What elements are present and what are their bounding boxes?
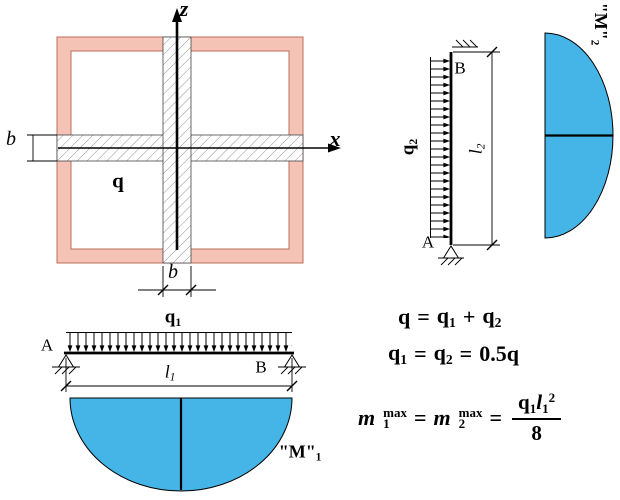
ground-hatch	[280, 366, 289, 375]
beam1-load-symbol: q	[164, 306, 176, 328]
eq3-m1-subscript: 1	[383, 416, 390, 432]
moment2-subscript: 2	[588, 39, 601, 46]
eq1-term-q: q	[398, 304, 411, 330]
dim-slash	[60, 380, 72, 392]
eq1-q1-symbol: q	[436, 303, 450, 328]
beam1-support-b-label: B	[255, 357, 267, 377]
beam2-length-subscript: 2	[475, 143, 488, 150]
beam1-load-label: q1	[165, 307, 181, 328]
z-axis-arrowhead	[172, 8, 182, 22]
beam1-length-symbol: l	[164, 361, 170, 382]
eq3-equals-1: =	[413, 405, 427, 431]
eq2-term-value: 0.5q	[479, 341, 519, 367]
eq3-num-l-subscript: 1	[542, 401, 549, 417]
dim-slash	[486, 46, 498, 58]
beam1-load-subscript: 1	[175, 315, 182, 329]
beam1-length-subscript: 1	[169, 371, 176, 384]
equation-load-sum: q = q1 + q2	[398, 303, 501, 331]
eq2-q2-subscript: 2	[445, 352, 453, 368]
equation-max-moment: m max 1 = m max 2 = q1l12 8	[358, 390, 562, 446]
dim-slash	[286, 380, 298, 392]
support-b-beam2	[452, 39, 478, 48]
eq3-num-q-subscript: 1	[529, 401, 537, 417]
ground-hatch	[294, 366, 303, 375]
load2-arrows	[431, 57, 450, 238]
beam2-load-subscript: 2	[406, 138, 420, 145]
support-triangle	[442, 245, 460, 259]
eq2-q1-subscript: 1	[400, 352, 408, 368]
load1-arrows	[66, 333, 292, 352]
strip-width-left-label: b	[6, 128, 16, 150]
equation-load-split: q1 = q2 = 0.5q	[388, 340, 519, 368]
eq3-m1-scripts: max 1	[383, 405, 407, 432]
eq1-term-q2: q2	[482, 303, 501, 331]
ground-hatch	[54, 366, 63, 375]
moment2-symbol: "M"	[590, 2, 611, 40]
eq1-plus: +	[462, 304, 476, 330]
eq3-m2-superscript: max	[458, 405, 483, 421]
ground-hatch	[61, 366, 70, 375]
eq3-num-exponent: 2	[548, 390, 556, 405]
ground-hatch	[454, 257, 463, 266]
eq1-q2-subscript: 2	[494, 315, 502, 331]
moment1-subscript: 1	[315, 451, 322, 464]
ground-hatch	[287, 366, 296, 375]
eq2-term-q2: q2	[434, 340, 453, 368]
beam1-length-label: l1	[165, 362, 176, 384]
dim-l1	[60, 358, 298, 392]
ground-hatch	[469, 39, 478, 48]
z-axis-label: z	[179, 0, 189, 21]
eq2-q1-symbol: q	[388, 340, 401, 365]
eq1-equals: =	[417, 304, 430, 330]
eq2-equals-1: =	[414, 341, 427, 367]
eq1-term-q1: q1	[437, 303, 456, 331]
eq3-m1-symbol: m	[358, 405, 376, 431]
plate-diagram	[27, 8, 341, 297]
x-axis-arrowhead	[328, 143, 341, 153]
beam2-load-label: q2	[397, 138, 420, 156]
ground-hatch	[440, 257, 449, 266]
dim-l2	[453, 46, 500, 251]
strip-width-dim-left	[27, 134, 57, 162]
ground-hatch	[68, 366, 77, 375]
beam2-support-a-label: A	[421, 232, 435, 252]
moment2-label: "M"2	[588, 3, 610, 46]
eq3-equals-2: =	[489, 405, 503, 431]
eq1-q2-symbol: q	[482, 303, 495, 328]
eq3-fraction-denominator: 8	[531, 421, 542, 446]
eq3-m2-subscript: 2	[458, 416, 466, 432]
eq3-m1-superscript: max	[383, 405, 407, 421]
eq3-m2-symbol: m	[433, 405, 451, 431]
plate-load-label: q	[112, 168, 124, 193]
beam2-support-b-label: B	[454, 58, 466, 78]
moment1-label: "M"1	[279, 442, 322, 464]
ground-hatch	[462, 39, 471, 48]
moment1-symbol: "M"	[278, 441, 316, 462]
dim-slash	[157, 284, 169, 296]
eq2-equals-2: =	[459, 341, 473, 367]
beam2-load-symbol: q	[397, 144, 419, 156]
eq3-num-l: l	[536, 390, 543, 415]
eq2-q2-symbol: q	[433, 340, 446, 365]
dim-slash	[185, 284, 197, 296]
support-a-beam2	[438, 245, 464, 266]
ground-hatch	[447, 257, 456, 266]
eq1-q1-subscript: 1	[449, 315, 456, 331]
beam2-length-label: l2	[465, 143, 488, 155]
ground-hatch	[455, 39, 464, 48]
beam2-diagram	[430, 32, 614, 266]
beam1-support-a-label: A	[40, 335, 54, 355]
eq2-term-q1: q1	[388, 340, 407, 368]
beam1-diagram	[52, 332, 306, 492]
strip-width-bottom-label: b	[168, 261, 178, 283]
eq3-fraction-numerator: q1l12	[512, 390, 562, 421]
eq3-fraction: q1l12 8	[512, 390, 562, 446]
eq3-m2-scripts: max 2	[458, 405, 483, 432]
strip-width-dim-bottom	[138, 266, 216, 297]
eq3-num-q: q	[518, 390, 530, 415]
beam2-length-symbol: l	[465, 149, 486, 155]
dim-slash	[486, 239, 498, 251]
x-axis-label: x	[329, 126, 341, 151]
